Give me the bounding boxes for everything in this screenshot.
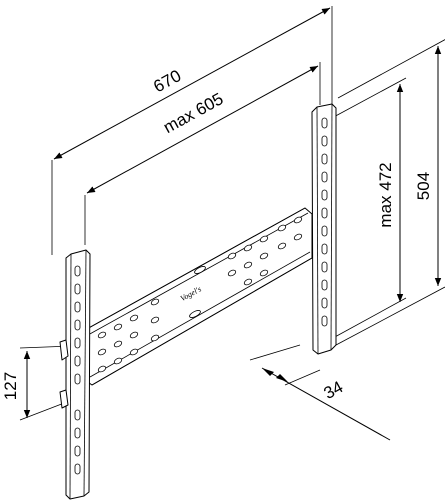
right-rail <box>311 103 337 355</box>
plate-hole <box>227 269 237 277</box>
rail-slot <box>74 283 81 295</box>
rail-slot <box>321 279 328 291</box>
plate-top-edge <box>84 207 306 331</box>
plate-hole <box>293 233 303 241</box>
plate-hole <box>259 252 269 260</box>
horizontal-plate: Vogel's <box>84 207 313 386</box>
plate-hole <box>97 365 107 373</box>
extension-line-bottom-504 <box>335 286 445 346</box>
right-rail-fold <box>316 106 319 355</box>
plate-hole <box>150 334 160 342</box>
arrow-34-end <box>276 374 288 382</box>
rail-slot <box>74 337 81 349</box>
dimension-label-max-472: max 472 <box>376 162 395 227</box>
rail-slot <box>321 243 328 255</box>
plate-hole <box>97 331 107 339</box>
plate-bottom-bevel <box>89 251 311 378</box>
plate-hole <box>113 340 123 348</box>
plate-hole <box>277 242 287 250</box>
left-rail-holes <box>74 265 81 475</box>
rail-slot <box>321 117 328 129</box>
extension-line-top-472 <box>329 77 407 120</box>
rail-slot <box>321 225 328 237</box>
rail-slot <box>74 463 81 475</box>
left-rail-lock-tab-lower <box>59 389 69 409</box>
left-rail <box>59 249 91 500</box>
rail-slot <box>74 409 81 421</box>
plate-hole <box>113 357 123 365</box>
dimension-label-34: 34 <box>320 377 346 403</box>
extension-line-top-504 <box>337 39 445 99</box>
plate-hole <box>259 269 269 277</box>
dimension-line-605 <box>86 65 319 194</box>
extension-line-b-34 <box>284 369 321 386</box>
plate-hole <box>277 224 287 232</box>
dimension-34: 34 <box>249 344 391 441</box>
dimension-label-127: 127 <box>1 372 20 400</box>
left-rail-fold <box>69 253 72 500</box>
left-rail-lock-tab <box>59 339 69 361</box>
plate-hole <box>97 348 107 356</box>
plate-top-bevel <box>87 212 309 336</box>
plate-slot <box>189 310 201 318</box>
rail-slot <box>321 261 328 273</box>
dimension-max-605: max 605 <box>84 62 321 245</box>
dimension-label-max-605: max 605 <box>160 89 226 137</box>
rail-slot <box>74 265 81 277</box>
plate-hole <box>259 235 269 243</box>
plate-hole <box>150 316 160 324</box>
plate-hole <box>293 216 303 224</box>
plate-hole <box>129 348 139 356</box>
plate-slot <box>194 266 206 274</box>
plate-holes <box>97 216 303 373</box>
rail-slot <box>74 301 81 313</box>
plate-hole <box>243 261 253 269</box>
dimension-line-670 <box>53 7 331 160</box>
extension-line-a-34 <box>249 344 301 361</box>
dimension-max-472: max 472 <box>329 77 407 339</box>
rail-slot <box>321 171 328 183</box>
plate-hole <box>129 331 139 339</box>
dimension-label-504: 504 <box>414 172 433 200</box>
rail-slot <box>321 315 328 327</box>
left-rail-edge <box>83 249 87 497</box>
plate-hole <box>243 244 253 252</box>
rail-slot <box>321 153 328 165</box>
right-rail-holes <box>321 117 328 327</box>
rail-slot <box>321 207 328 219</box>
plate-hole <box>150 298 160 306</box>
plate-hole <box>129 314 139 322</box>
dimension-504: 504 <box>335 39 445 346</box>
rail-slot <box>321 135 328 147</box>
rail-slot <box>74 319 81 331</box>
rail-slot <box>74 427 81 439</box>
arrow-34-start <box>262 368 274 376</box>
dimension-label-670: 670 <box>150 66 184 96</box>
plate-hole <box>227 252 237 260</box>
plate-bottom-edge <box>91 257 313 386</box>
right-rail-edge <box>330 103 333 351</box>
extension-line-bottom-472 <box>332 297 407 339</box>
rail-slot <box>74 355 81 367</box>
rail-slot <box>321 189 328 201</box>
plate-hole <box>243 278 253 286</box>
rail-slot <box>74 373 81 385</box>
plate-hole <box>113 323 123 331</box>
rail-slot <box>74 445 81 457</box>
rail-slot <box>321 297 328 309</box>
